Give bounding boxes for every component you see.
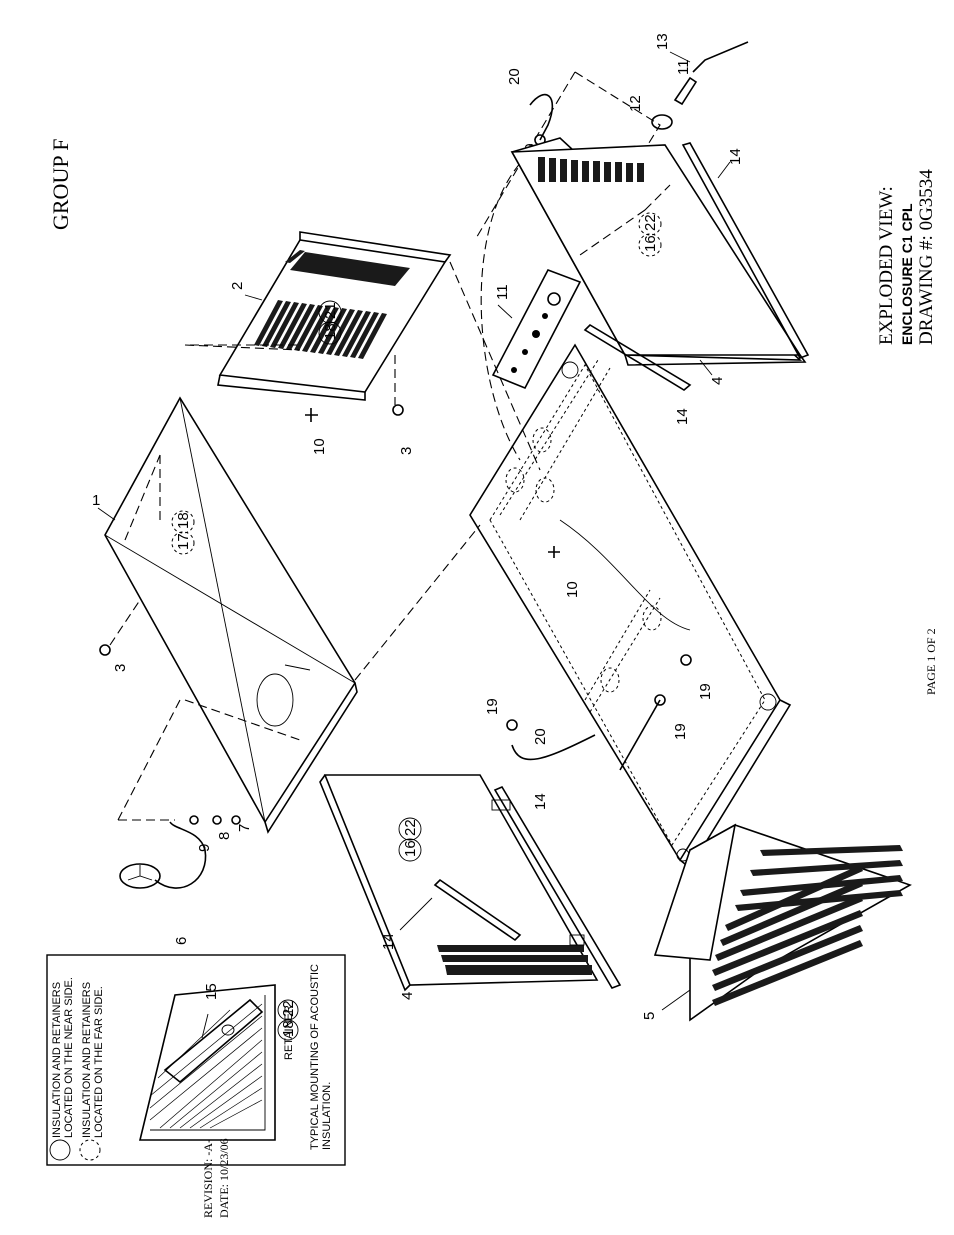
right-side-panel bbox=[510, 137, 807, 366]
callout-19c: 19 bbox=[484, 698, 501, 715]
callout-11b: 11 bbox=[675, 59, 692, 75]
right-rail-14-short bbox=[583, 323, 692, 391]
callout-9: 9 bbox=[196, 844, 213, 852]
callout-3b: 3 bbox=[398, 447, 415, 455]
legend-box: INSULATION AND RETAINERS LOCATED ON THE … bbox=[46, 954, 346, 1166]
group-label: GROUP F bbox=[48, 139, 73, 231]
screw-3-end bbox=[392, 404, 404, 416]
screw-3-roof bbox=[99, 644, 111, 656]
base-frame bbox=[469, 343, 792, 870]
legend-caption-line-1: TYPICAL MOUNTING OF ACOUSTIC bbox=[309, 964, 321, 1150]
part-6-cable bbox=[119, 821, 207, 889]
legend-far-line-1: INSULATION AND RETAINERS bbox=[81, 982, 93, 1138]
left-ref-16: 16 bbox=[402, 840, 419, 857]
callout-19a: 19 bbox=[697, 683, 714, 700]
callout-10b: 10 bbox=[564, 581, 581, 598]
roof-access-hole bbox=[256, 673, 294, 727]
legend-caption-line-2: INSULATION. bbox=[321, 1082, 333, 1150]
roof-ref-18: 18 bbox=[175, 512, 192, 529]
callout-3a: 3 bbox=[112, 664, 129, 672]
callout-4a: 4 bbox=[399, 992, 416, 1000]
revision-date: DATE: 10/23/06 bbox=[217, 1138, 231, 1218]
callout-20b: 20 bbox=[532, 728, 549, 745]
callout-14d: 14 bbox=[380, 933, 397, 950]
part-11-connector bbox=[673, 76, 698, 106]
left-side-panel bbox=[319, 774, 599, 992]
retainer-ref-18: 18 bbox=[280, 1020, 297, 1037]
near-side-symbol bbox=[49, 1139, 71, 1161]
left-rail-14-bracket bbox=[433, 878, 522, 942]
callout-12: 12 bbox=[627, 95, 644, 112]
callout-20a: 20 bbox=[506, 68, 523, 85]
end-ref-21: 21 bbox=[322, 302, 339, 319]
legend-far-line-2: LOCATED ON THE FAR SIDE. bbox=[93, 986, 105, 1138]
control-plate bbox=[491, 269, 582, 390]
callout-4b: 4 bbox=[709, 377, 726, 385]
right-ref-16: 16 bbox=[642, 235, 659, 252]
callout-10a: 10 bbox=[311, 438, 328, 455]
callout-5: 5 bbox=[641, 1012, 658, 1020]
callout-2: 2 bbox=[229, 282, 246, 290]
title-line-3: DRAWING #: 0G3534 bbox=[916, 169, 937, 345]
part-13-cord bbox=[692, 41, 749, 73]
right-side-louvers bbox=[538, 157, 644, 182]
right-rail-14-long bbox=[681, 142, 810, 359]
title-block: EXPLODED VIEW: ENCLOSURE C1 CPL DRAWING … bbox=[876, 169, 937, 345]
callout-15: 15 bbox=[203, 983, 220, 1000]
title-line-1: EXPLODED VIEW: bbox=[876, 186, 897, 345]
title-line-2: ENCLOSURE C1 CPL bbox=[899, 203, 915, 345]
legend-near-line-2: LOCATED ON THE NEAR SIDE. bbox=[63, 977, 75, 1138]
callout-8: 8 bbox=[216, 832, 233, 840]
part-12-grommet bbox=[651, 114, 673, 130]
callout-1: 1 bbox=[92, 492, 100, 509]
end-ref-18: 18 bbox=[322, 323, 339, 340]
callout-14c: 14 bbox=[532, 793, 549, 810]
left-ref-22: 22 bbox=[402, 819, 419, 836]
legend-near-line-1: INSULATION AND RETAINERS bbox=[51, 982, 63, 1138]
callout-6: 6 bbox=[173, 937, 190, 945]
page-number: PAGE 1 OF 2 bbox=[924, 628, 938, 695]
roof-ref-17: 17 bbox=[175, 533, 192, 550]
end-cap-louvers bbox=[712, 845, 903, 1006]
left-rail-14-long bbox=[493, 785, 622, 989]
callout-14a: 14 bbox=[727, 148, 744, 165]
callout-7: 7 bbox=[236, 824, 253, 832]
insulation-detail bbox=[138, 984, 276, 1141]
callout-11a: 11 bbox=[494, 284, 511, 300]
callout-19d: 19 bbox=[672, 723, 689, 740]
callout-14b: 14 bbox=[674, 408, 691, 425]
revision-label: REVISION: -A- bbox=[201, 1139, 215, 1218]
roof-panel bbox=[104, 396, 358, 834]
left-side-louvers bbox=[437, 945, 592, 975]
callout-13: 13 bbox=[654, 33, 671, 50]
end-cap bbox=[653, 823, 912, 1022]
retainer-ref-22: 22 bbox=[280, 1000, 297, 1017]
right-ref-22: 22 bbox=[642, 214, 659, 231]
far-side-symbol bbox=[79, 1139, 101, 1161]
